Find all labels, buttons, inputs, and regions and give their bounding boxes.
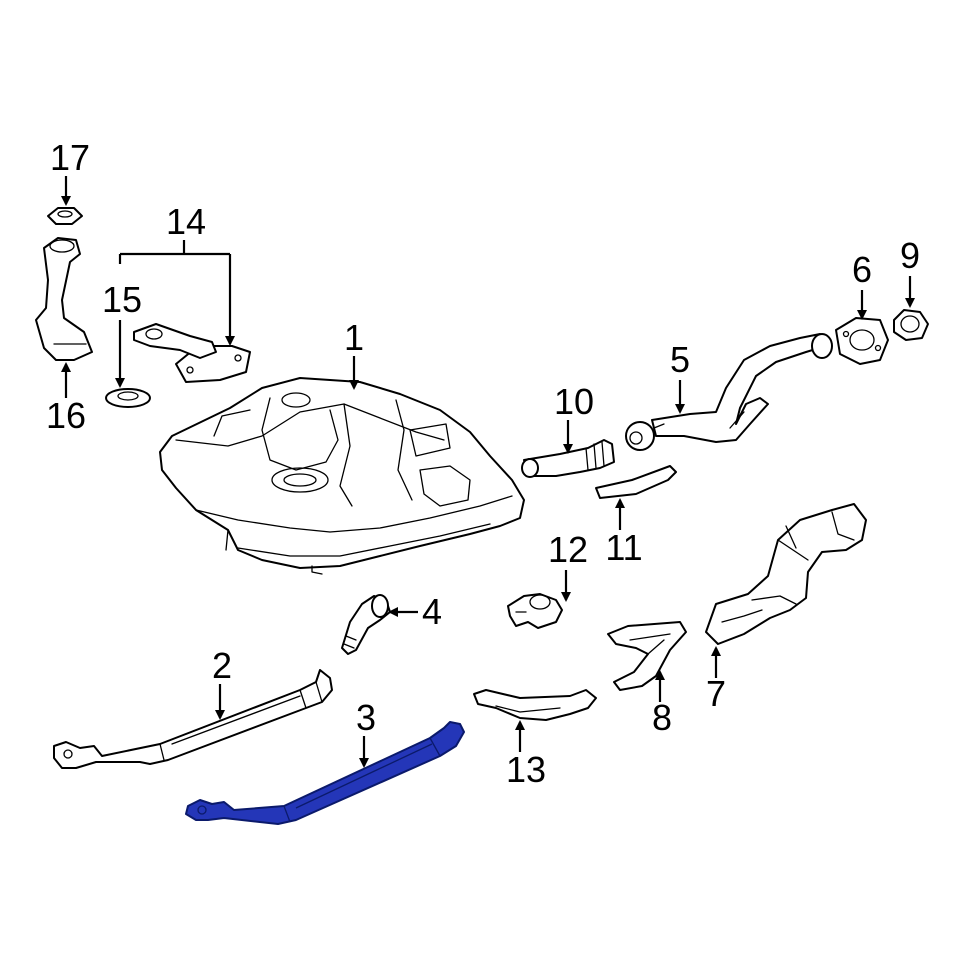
callout-13: 13 [506, 749, 546, 790]
part-14-flange[interactable] [133, 323, 251, 383]
part-17-grommet[interactable] [47, 207, 83, 225]
callout-6: 6 [852, 249, 872, 290]
callout-17: 17 [50, 137, 90, 178]
callout-5: 5 [670, 339, 690, 380]
callout-15: 15 [102, 279, 142, 320]
part-7-heat-shield[interactable] [705, 503, 867, 645]
part-16-sender[interactable] [35, 237, 93, 361]
callout-10: 10 [554, 381, 594, 422]
part-10-hose[interactable] [521, 439, 615, 478]
leader-lines [61, 176, 915, 768]
part-4-fitting[interactable] [341, 594, 391, 655]
part-5-filler-pipe[interactable] [625, 333, 833, 451]
part-6-gasket[interactable] [835, 317, 889, 365]
callout-9: 9 [900, 235, 920, 276]
callout-12: 12 [548, 529, 588, 570]
part-11-small-hose[interactable] [595, 465, 677, 499]
callout-2: 2 [212, 645, 232, 686]
callout-labels: 1 2 3 4 5 6 7 8 9 10 11 12 13 14 15 16 1… [46, 137, 920, 790]
part-3-strap-body[interactable] [185, 721, 465, 825]
callout-7: 7 [706, 673, 726, 714]
callout-4: 4 [422, 591, 442, 632]
callout-3: 3 [356, 697, 376, 738]
part-3-strap-highlighted[interactable] [185, 721, 465, 825]
callout-11: 11 [605, 527, 642, 568]
part-13-support[interactable] [473, 689, 597, 721]
part-2-strap[interactable] [53, 669, 333, 769]
part-12-valve[interactable] [507, 593, 563, 629]
callout-14: 14 [166, 201, 206, 242]
part-15-washer[interactable] [105, 388, 151, 408]
part-9-cap[interactable] [893, 309, 929, 341]
callout-1: 1 [344, 317, 364, 358]
callout-16: 16 [46, 395, 86, 436]
callout-8: 8 [652, 697, 672, 738]
part-1-fuel-tank[interactable] [159, 377, 525, 575]
part-8-bracket[interactable] [607, 621, 687, 691]
